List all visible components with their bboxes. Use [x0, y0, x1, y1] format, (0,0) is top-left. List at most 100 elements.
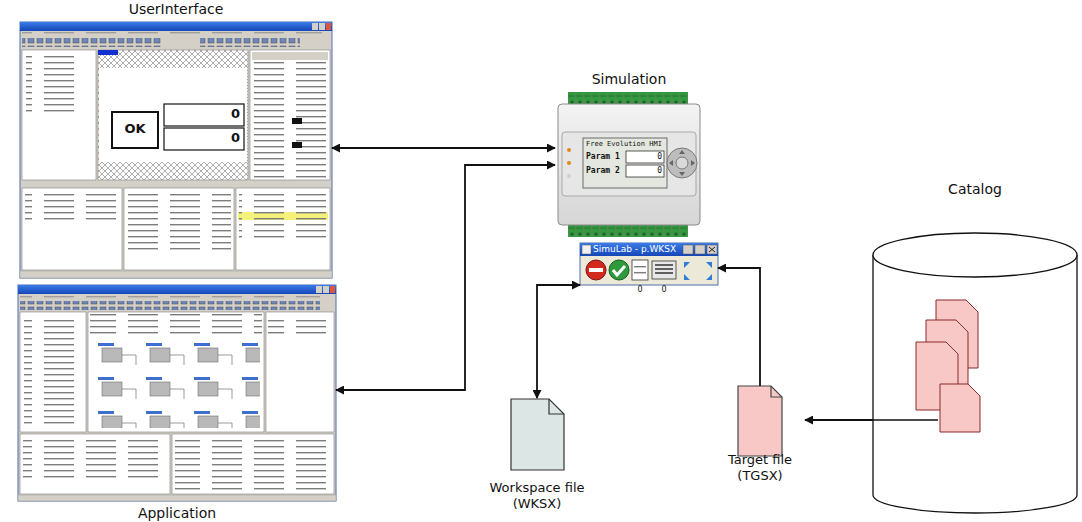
ui-screenshot-part — [236, 188, 330, 270]
hmi-device-part — [568, 92, 688, 105]
simulab-window-part — [586, 260, 606, 280]
simulab-window-part — [582, 245, 591, 254]
ui-screenshot-part — [20, 22, 332, 278]
ui-screenshot-part — [127, 192, 231, 254]
counter-value-holder: 0 — [634, 285, 646, 295]
node-label: Simulation — [592, 70, 667, 88]
application-screenshot-part — [20, 312, 86, 432]
application-screenshot-part — [268, 316, 332, 336]
catalog-cylinder-part — [940, 384, 980, 432]
simulab-window-part — [684, 262, 712, 280]
application-screenshot-part — [92, 340, 260, 428]
ui-screenshot-part — [312, 23, 318, 30]
ui-screenshot-part — [250, 50, 330, 180]
ui-screenshot-part — [22, 188, 122, 270]
ui-screenshot-part — [200, 38, 300, 47]
node-label: Target file (TGSX) — [718, 452, 802, 484]
field-value-holder: 0 — [164, 130, 240, 146]
lcd-value-holder: 0 — [627, 166, 662, 176]
application-screenshot-part — [20, 434, 170, 494]
lcd-text-holder: Free Evolution HMI — [586, 140, 666, 148]
application-screenshot-part — [266, 312, 334, 432]
hmi-device-part — [562, 132, 696, 196]
arrow-connector — [537, 285, 580, 398]
lcd-text-holder: Param 2 — [586, 166, 624, 176]
ui-screenshot-part — [239, 192, 327, 242]
ui-screenshot-part — [252, 52, 328, 60]
node-label: Catalog — [948, 180, 1002, 198]
ui-screenshot-part — [112, 112, 158, 148]
application-screenshot-part — [18, 285, 336, 501]
arrow-connector — [805, 419, 873, 421]
simulab-window-part — [589, 268, 603, 272]
node-label: Application — [138, 504, 216, 522]
application-screenshot-part — [18, 285, 336, 294]
ui-screenshot-part — [164, 128, 244, 150]
arrow-connector — [336, 165, 555, 390]
node-label: Workspace file (WKSX) — [482, 480, 592, 512]
application-screenshot-part — [24, 316, 82, 428]
lcd-text: Free Evolution HMI — [586, 140, 666, 148]
ui-screenshot-part — [124, 188, 234, 270]
ui-screenshot-part — [22, 38, 162, 47]
catalog-cylinder-part — [873, 255, 1077, 513]
ui-screenshot-part — [99, 68, 247, 162]
window-title: SimuLab - p.WKSX — [593, 244, 676, 255]
node-label: UserInterface — [129, 0, 224, 18]
simulab-window-part — [683, 245, 693, 254]
field-value: 0 — [164, 106, 240, 122]
workspace-file-fold — [549, 399, 564, 414]
simulab-window-part — [707, 245, 717, 254]
lcd-text: Param 2 — [586, 166, 624, 176]
lcd-text: Param 1 — [586, 152, 624, 162]
file-node: Target file (TGSX) — [715, 386, 805, 484]
simulab-window-part — [580, 243, 718, 285]
ui-screenshot-part — [164, 104, 244, 126]
simulab-window-part — [613, 266, 625, 275]
simulab-window-part — [609, 260, 629, 280]
hmi-device-part — [669, 150, 695, 176]
lcd-text-holder: Param 1 — [586, 152, 624, 162]
hmi-device-part — [626, 165, 664, 177]
window-node: SimuLab - p.WKSX — [580, 243, 718, 297]
field-value: 0 — [164, 130, 240, 146]
hmi-device-part — [676, 157, 688, 169]
simulab-window-part — [655, 265, 673, 273]
ui-screenshot-part — [22, 32, 322, 37]
lcd-value: 0 — [627, 152, 662, 162]
catalog-cylinder-part — [873, 419, 938, 421]
catalog-node: Catalog — [873, 180, 1077, 515]
application-screenshot-part — [316, 286, 322, 293]
application-screenshot-part — [172, 434, 334, 494]
ui-screenshot-part — [98, 50, 118, 55]
catalog-cylinder-part — [873, 233, 1077, 277]
application-screenshot-part — [175, 438, 331, 490]
application-screenshot-part — [18, 495, 336, 501]
application-screenshot-part — [330, 286, 335, 293]
hmi-device-part — [558, 104, 700, 225]
lcd-value: 0 — [627, 166, 662, 176]
simulab-window-part — [634, 263, 646, 277]
hmi-device-part — [567, 174, 571, 178]
target-file-fold — [771, 386, 782, 397]
ui-screenshot-part — [319, 23, 325, 30]
target-file-icon — [738, 386, 782, 456]
hmi-device — [558, 92, 700, 237]
simulab-window-part — [695, 245, 705, 254]
hmi-device-part — [567, 148, 571, 152]
hmi-device-part — [583, 138, 667, 188]
counter-value: 0 — [634, 285, 646, 295]
simulab-window-part — [652, 261, 676, 279]
ui-screenshot-part — [326, 23, 331, 30]
ui-screenshot-part — [25, 192, 119, 222]
ui-screenshot-part — [26, 56, 76, 116]
counter-value-holder: 0 — [658, 285, 670, 295]
application-screenshot-part — [20, 301, 320, 310]
ui-screenshot-part — [20, 271, 332, 278]
field-value-holder: 0 — [164, 106, 240, 122]
arrow-connector — [332, 147, 555, 149]
application-screenshot — [18, 285, 336, 501]
ui-screenshot-part — [292, 118, 302, 124]
application-screenshot-part — [23, 438, 167, 478]
